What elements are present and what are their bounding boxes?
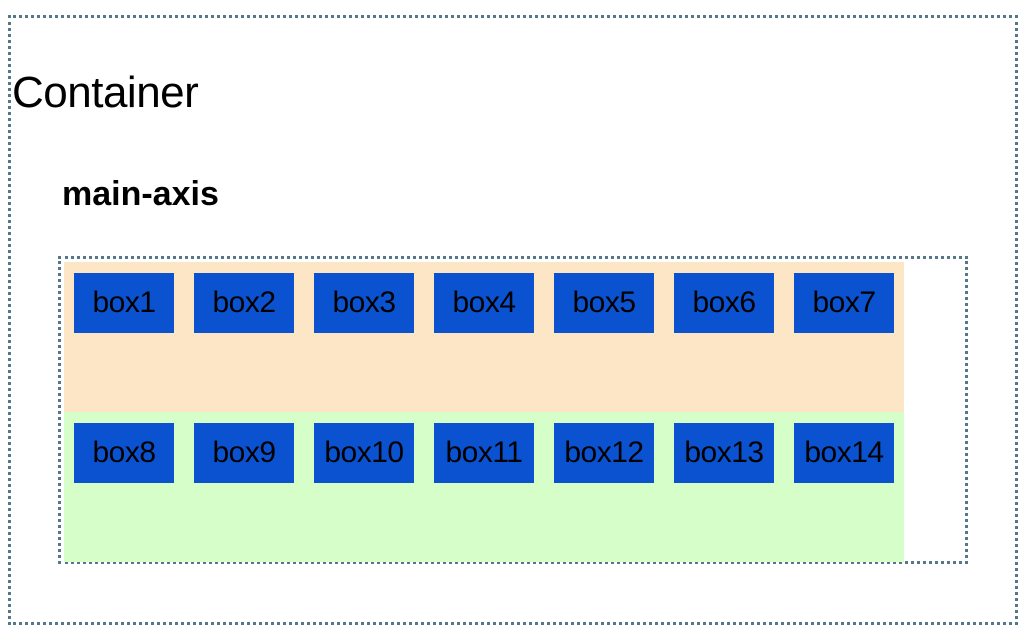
flex-item-box1: box1 [74, 273, 174, 333]
section-subtitle: main-axis [62, 175, 219, 213]
flex-item-box7: box7 [794, 273, 894, 333]
flex-item-box13: box13 [674, 423, 774, 483]
flex-item-box4: box4 [434, 273, 534, 333]
flex-item-box2: box2 [194, 273, 294, 333]
outer-container [8, 15, 1018, 625]
flex-item-box12: box12 [554, 423, 654, 483]
flex-item-box8: box8 [74, 423, 174, 483]
flex-item-box10: box10 [314, 423, 414, 483]
flex-item-box3: box3 [314, 273, 414, 333]
flex-item-box14: box14 [794, 423, 894, 483]
page-title: Container [12, 68, 199, 117]
flex-line-2: box8 box9 box10 box11 box12 box13 box14 [64, 412, 904, 562]
flex-item-box6: box6 [674, 273, 774, 333]
flex-item-box11: box11 [434, 423, 534, 483]
flex-line-1: box1 box2 box3 box4 box5 box6 box7 [64, 262, 904, 412]
flex-container: box1 box2 box3 box4 box5 box6 box7 box8 … [58, 256, 968, 564]
flex-item-box5: box5 [554, 273, 654, 333]
flex-item-box9: box9 [194, 423, 294, 483]
